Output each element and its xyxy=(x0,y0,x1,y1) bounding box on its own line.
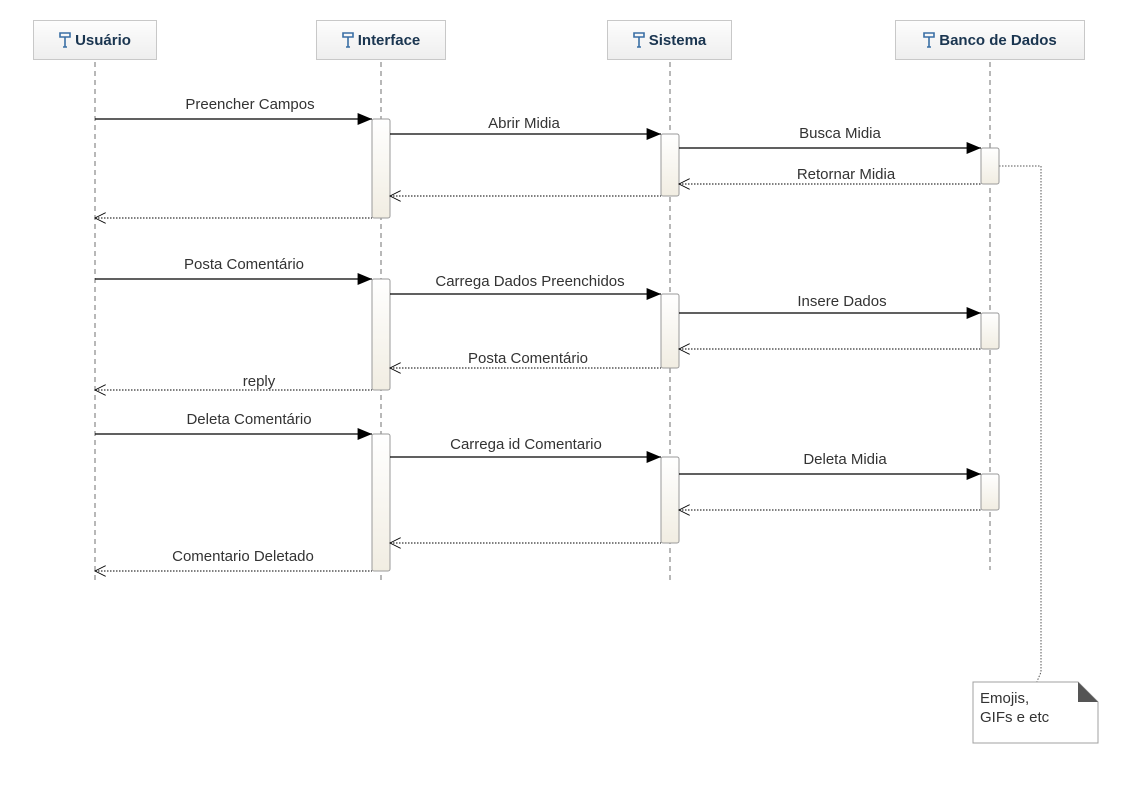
activation-bar-banco xyxy=(980,312,1000,350)
message-label: Deleta Comentário xyxy=(186,411,311,428)
message-label: Posta Comentário xyxy=(184,256,304,273)
participant-sistema[interactable]: Sistema xyxy=(607,20,732,60)
message-label: Posta Comentário xyxy=(468,350,588,367)
activation-bar-interface xyxy=(371,118,391,219)
lifeline-icon xyxy=(341,32,354,48)
activation-bars xyxy=(371,118,1000,572)
message-label: reply xyxy=(243,373,276,390)
lifeline-icon xyxy=(59,32,71,48)
message-label: Preencher Campos xyxy=(185,96,314,113)
message-label: Deleta Midia xyxy=(803,451,887,468)
activation-bar-interface xyxy=(371,433,391,572)
note-connector xyxy=(999,165,1042,685)
participant-banco[interactable]: Banco de Dados xyxy=(895,20,1085,60)
activation-bar-interface xyxy=(371,278,391,391)
message-label: Carrega id Comentario xyxy=(450,436,602,453)
participant-usuario[interactable]: Usuário xyxy=(33,20,157,60)
activation-bar-banco xyxy=(980,473,1000,511)
activation-bar-sistema xyxy=(660,133,680,197)
note-text-line: Emojis, xyxy=(980,690,1029,707)
message-label: Carrega Dados Preenchidos xyxy=(435,273,624,290)
participant-label: Interface xyxy=(357,31,421,49)
note-layer: Emojis, GIFs e etc xyxy=(972,165,1099,744)
lifeline-icon xyxy=(632,32,645,48)
activation-bar-banco xyxy=(980,147,1000,185)
lifeline-icon xyxy=(923,32,936,48)
activation-bar-sistema xyxy=(660,293,680,369)
message-label: Comentario Deletado xyxy=(172,548,314,565)
note-box[interactable] xyxy=(972,681,1099,744)
note-text-line: GIFs e etc xyxy=(980,709,1050,726)
message-label: Retornar Midia xyxy=(797,166,896,183)
note-fold-corner xyxy=(1078,682,1098,702)
message-label: Busca Midia xyxy=(799,125,881,142)
participant-label: Usuário xyxy=(75,31,131,49)
participant-interface[interactable]: Interface xyxy=(316,20,446,60)
message-label: Abrir Midia xyxy=(488,115,560,132)
message-label: Insere Dados xyxy=(797,293,886,310)
participant-label: Sistema xyxy=(648,31,707,49)
activation-bar-sistema xyxy=(660,456,680,544)
participant-label: Banco de Dados xyxy=(939,31,1057,49)
